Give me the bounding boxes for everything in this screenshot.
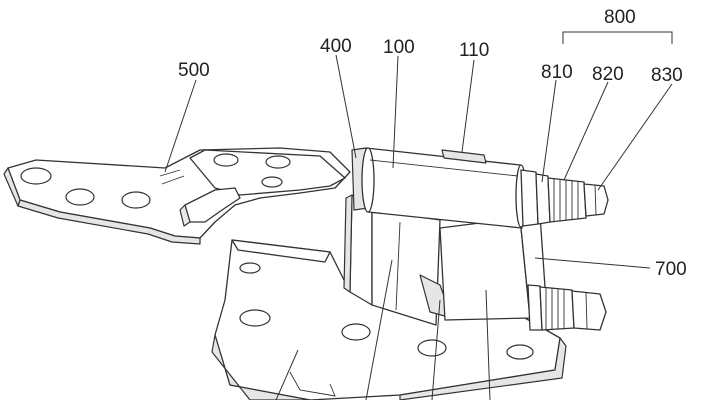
left-upright-edge [343, 194, 353, 293]
label-700: 700 [655, 259, 687, 280]
callout-labels: 500 400 100 110 800 810 820 830 700 [178, 7, 687, 280]
lower-spring [539, 286, 575, 331]
leader-bottom-2 [365, 259, 393, 400]
label-500: 500 [178, 60, 210, 81]
lower-hole-1 [239, 309, 271, 327]
leader-bottom-1 [275, 349, 299, 400]
leader-700 [534, 257, 651, 269]
leader-bottom-4 [485, 289, 491, 400]
label-820: 820 [592, 64, 624, 85]
leader-100 [392, 55, 399, 169]
upper-hole-5 [265, 155, 291, 169]
right-upright-plate [439, 217, 531, 321]
lower-hole-3 [417, 339, 447, 357]
label-830: 830 [651, 65, 683, 86]
lower-nut-facet [585, 291, 588, 330]
lower-plate-notch [289, 371, 336, 397]
shaft-assembly [520, 169, 609, 331]
lower-hole-4 [506, 344, 534, 360]
nut-facet [594, 184, 597, 216]
label-100: 100 [383, 37, 415, 58]
upper-hole-3 [121, 191, 151, 209]
blade-crease [395, 221, 401, 311]
upright-plates [343, 194, 549, 331]
upper-plate-front-edge [17, 199, 201, 245]
upper-hole-4 [213, 153, 239, 167]
lower-plate-side-edge [399, 337, 567, 400]
label-800: 800 [604, 7, 636, 28]
leader-lines [164, 31, 673, 400]
lower-hole-2 [341, 323, 371, 341]
lower-plate-back-tab [231, 239, 331, 263]
lower-plate-front-edge [211, 334, 311, 400]
label-810: 810 [541, 62, 573, 83]
upper-plate-slot [159, 169, 185, 185]
shaft-collar [520, 169, 539, 227]
lower-hole-5 [239, 262, 261, 274]
upper-plate-hook-side [179, 204, 191, 227]
label-110: 110 [459, 40, 489, 61]
leader-810 [541, 79, 557, 183]
lower-spring-coils [545, 288, 565, 330]
leader-830 [597, 83, 673, 191]
leader-bottom-3 [431, 299, 441, 400]
leader-820 [563, 81, 609, 181]
barrel-slot-110 [441, 149, 487, 164]
upper-plate-hook [184, 187, 241, 223]
barrel-left-end [361, 147, 375, 213]
spring-coils [553, 178, 579, 222]
upper-hole-1 [20, 167, 52, 185]
label-400: 400 [320, 36, 352, 57]
upper-hole-2 [65, 188, 95, 206]
lower-bracket [211, 239, 567, 400]
leader-110 [461, 59, 475, 153]
upper-bracket [3, 147, 351, 245]
leader-500 [164, 79, 197, 173]
upper-plate-left-edge [3, 167, 21, 207]
leader-400 [335, 54, 357, 159]
lower-nut [571, 290, 607, 331]
upper-hole-6 [261, 176, 283, 188]
bracket-800 [562, 31, 673, 44]
barrel-highlight [369, 159, 519, 177]
hinge-barrel [351, 147, 527, 229]
